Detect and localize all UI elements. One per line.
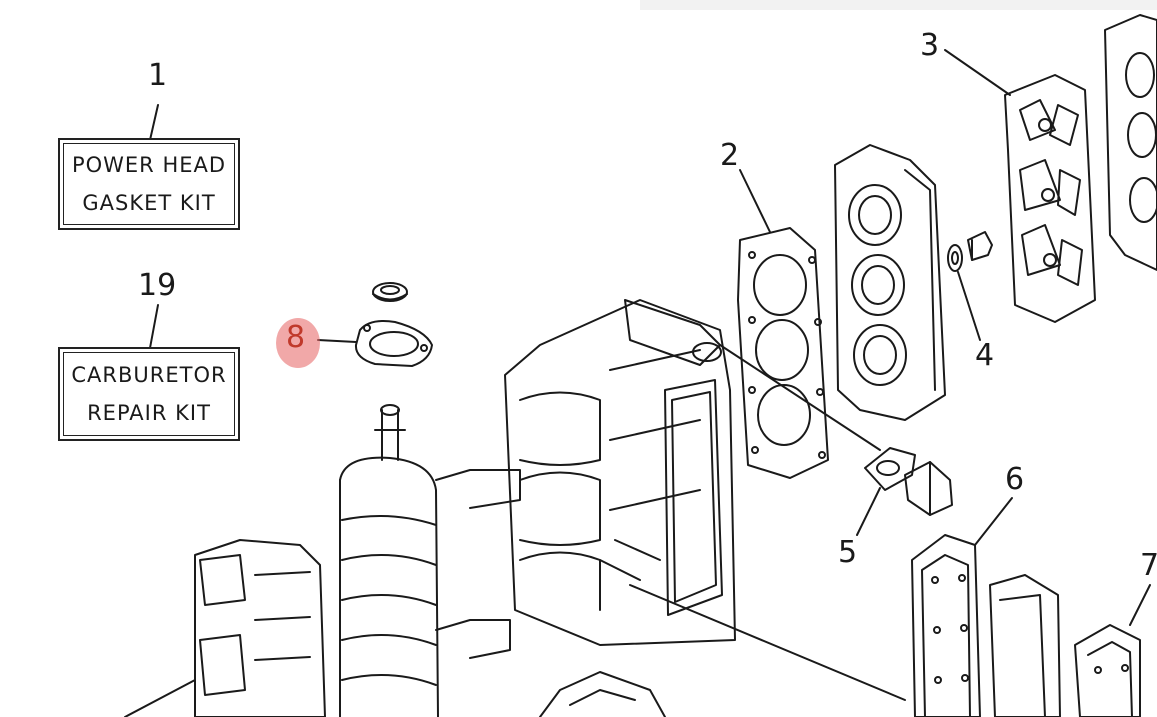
part-5-exhaust-gasket[interactable] <box>856 447 953 536</box>
kit-number-1: 1 <box>148 58 168 93</box>
intake-manifold <box>124 539 326 717</box>
callout-5[interactable]: 5 <box>838 535 858 570</box>
part-7-gasket[interactable] <box>1074 584 1151 717</box>
crankshaft <box>339 404 521 717</box>
exhaust-cover <box>989 574 1061 717</box>
base-plate <box>539 671 666 717</box>
highlight-marker <box>276 318 320 368</box>
head-cover <box>1104 14 1157 271</box>
leader-kit-1 <box>149 104 159 141</box>
kit-1-line-2: GASKET KIT <box>82 191 216 215</box>
kit-19-line-2: REPAIR KIT <box>87 401 211 425</box>
callout-7[interactable]: 7 <box>1140 548 1157 583</box>
part-3-cover-gasket[interactable] <box>944 49 1096 323</box>
leader-kit-19 <box>149 304 159 349</box>
carburetor-repair-kit-box[interactable]: CARBURETOR REPAIR KIT <box>58 347 240 441</box>
callout-4[interactable]: 4 <box>975 338 995 373</box>
kit-19-line-1: CARBURETOR <box>71 363 227 387</box>
power-head-gasket-kit-box[interactable]: POWER HEAD GASKET KIT <box>58 138 240 230</box>
part-8-gasket[interactable] <box>317 282 433 367</box>
crankcase-block <box>504 299 906 701</box>
kit-1-line-1: POWER HEAD <box>71 153 227 177</box>
callout-6[interactable]: 6 <box>1005 462 1025 497</box>
callout-3[interactable]: 3 <box>920 28 940 63</box>
part-6-exhaust-plate[interactable] <box>911 497 1013 717</box>
callout-8[interactable]: 8 <box>286 320 306 355</box>
part-4-washer-plug[interactable] <box>947 231 993 341</box>
callout-2[interactable]: 2 <box>720 138 740 173</box>
cylinder-head <box>834 144 946 421</box>
kit-number-19: 19 <box>138 268 177 303</box>
part-2-head-gasket[interactable] <box>719 169 881 479</box>
